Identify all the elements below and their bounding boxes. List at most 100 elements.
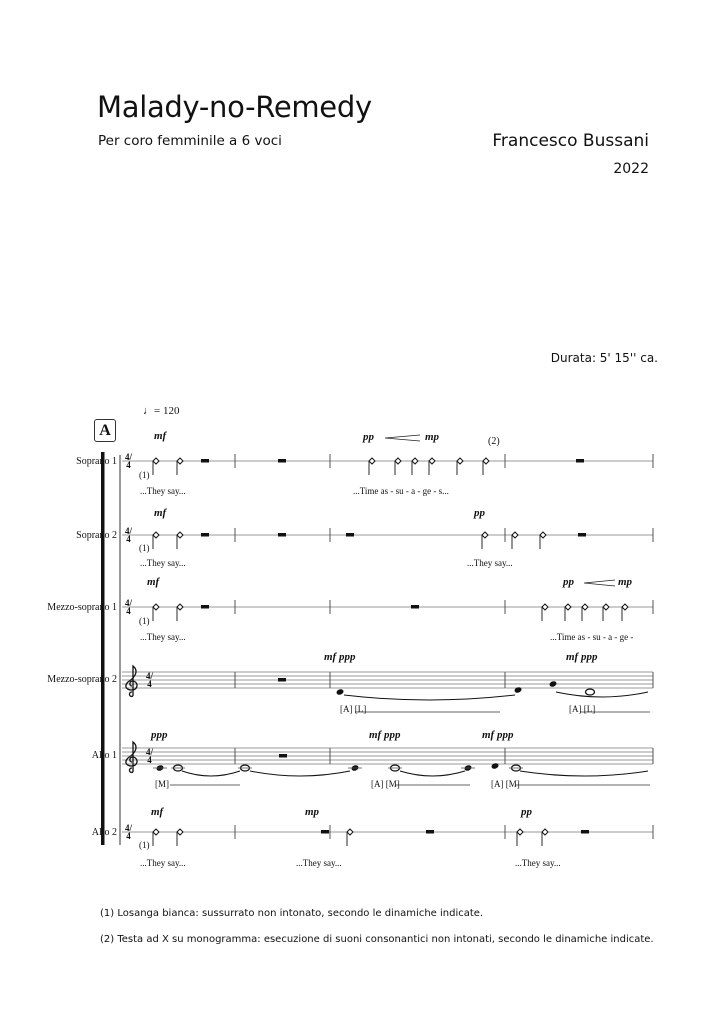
piece-title: Malady-no-Remedy <box>97 90 372 124</box>
diamond-notehead <box>176 531 184 539</box>
dynamic: mf ppp <box>482 729 514 741</box>
notehead <box>491 763 499 769</box>
rehearsal-mark: A <box>94 419 116 442</box>
lyric: [A] [M] <box>371 779 400 789</box>
rest <box>578 533 586 537</box>
whole-notehead <box>584 688 596 696</box>
tie <box>399 770 466 777</box>
composition-year: 2022 <box>613 161 649 177</box>
dynamic: pp <box>363 431 374 443</box>
notehead <box>336 689 344 695</box>
lyric: [A] [M] <box>491 779 520 789</box>
diamond-notehead <box>428 457 436 465</box>
lyric: ...They say... <box>515 858 561 868</box>
diamond-notehead <box>456 457 464 465</box>
tie <box>249 770 351 777</box>
rest <box>411 605 419 609</box>
footnote-ref: (2) <box>488 436 500 447</box>
lyric: ...They say... <box>140 858 186 868</box>
dynamic: mf <box>147 576 160 588</box>
treble-clef-icon <box>125 740 138 774</box>
rest <box>576 459 584 463</box>
dynamic: ppp <box>151 729 168 741</box>
diamond-notehead <box>346 828 354 836</box>
treble-clef-icon <box>125 664 138 698</box>
tie <box>181 770 241 777</box>
dynamic: pp <box>521 806 532 818</box>
diamond-notehead <box>176 828 184 836</box>
crescendo-hairpin <box>384 434 421 442</box>
diamond-notehead <box>176 457 184 465</box>
rest <box>278 533 286 537</box>
dynamic: mp <box>305 806 320 818</box>
diamond-notehead <box>621 603 629 611</box>
lyric: ...They say... <box>140 632 186 642</box>
piece-subtitle: Per coro femminile a 6 voci <box>98 133 282 149</box>
tie <box>555 691 649 698</box>
footnote-1: (1) Losanga bianca: sussurrato non inton… <box>100 908 484 919</box>
notehead <box>549 681 557 687</box>
footnote-ref: (1) <box>139 840 150 850</box>
diamond-notehead <box>176 603 184 611</box>
diamond-notehead <box>511 531 519 539</box>
lyric: ...They say... <box>140 486 186 496</box>
footnote-ref: (1) <box>139 543 150 553</box>
lyric: [A] [L] <box>340 704 367 714</box>
footnote-2: (2) Testa ad X su monogramma: esecuzione… <box>100 934 654 945</box>
time-signature: 4/4 <box>124 452 132 470</box>
dynamic: mf ppp <box>566 651 598 663</box>
lyric: ...Time as - su - a - ge - s... <box>353 486 449 496</box>
diamond-notehead <box>482 457 490 465</box>
dynamic: pp <box>474 507 485 519</box>
dynamic: mf <box>154 430 167 442</box>
staff-label: Soprano 2 <box>76 530 117 541</box>
time-signature: 4/4 <box>145 747 153 765</box>
lyric: [M] <box>155 779 169 789</box>
rest <box>201 533 209 537</box>
time-signature: 4/4 <box>124 526 132 544</box>
dynamic: pp <box>563 576 574 588</box>
staff-label: Mezzo-soprano 1 <box>47 602 117 613</box>
diamond-notehead <box>581 603 589 611</box>
diamond-notehead <box>539 531 547 539</box>
lyric: [A] [L] <box>569 704 596 714</box>
rest <box>581 830 589 834</box>
rest <box>201 459 209 463</box>
staff-label: Mezzo-soprano 2 <box>47 674 117 685</box>
rest <box>321 830 329 834</box>
dynamic: mf ppp <box>324 651 356 663</box>
staff-label: Alto 1 <box>91 750 117 761</box>
footnote-ref: (1) <box>139 616 150 626</box>
rest <box>426 830 434 834</box>
footnote-ref: (1) <box>139 470 150 480</box>
dynamic: mp <box>618 576 633 588</box>
rest <box>346 533 354 537</box>
diamond-notehead <box>481 531 489 539</box>
time-signature: 4/4 <box>145 671 153 689</box>
diamond-notehead <box>411 457 419 465</box>
staff-label: Alto 2 <box>91 827 117 838</box>
duration-note: Durata: 5' 15'' ca. <box>550 351 658 365</box>
notehead <box>514 687 522 693</box>
rest <box>278 459 286 463</box>
system-bracket <box>101 452 105 845</box>
rest <box>278 678 286 682</box>
lyric: ...They say... <box>296 858 342 868</box>
diamond-notehead <box>564 603 572 611</box>
diamond-notehead <box>152 603 160 611</box>
rest <box>201 605 209 609</box>
tie <box>519 770 649 777</box>
time-signature: 4/4 <box>124 598 132 616</box>
diamond-notehead <box>394 457 402 465</box>
tempo-marking: ♩= 120 <box>143 405 180 417</box>
composer-name: Francesco Bussani <box>492 131 649 151</box>
dynamic: mf <box>154 507 167 519</box>
lyric: ...They say... <box>140 558 186 568</box>
lyric: ...Time as - su - a - ge - <box>550 632 634 642</box>
lyric: ...They say... <box>467 558 513 568</box>
staff-label: Soprano 1 <box>76 456 117 467</box>
crescendo-hairpin <box>583 579 616 587</box>
dynamic: mp <box>425 431 440 443</box>
